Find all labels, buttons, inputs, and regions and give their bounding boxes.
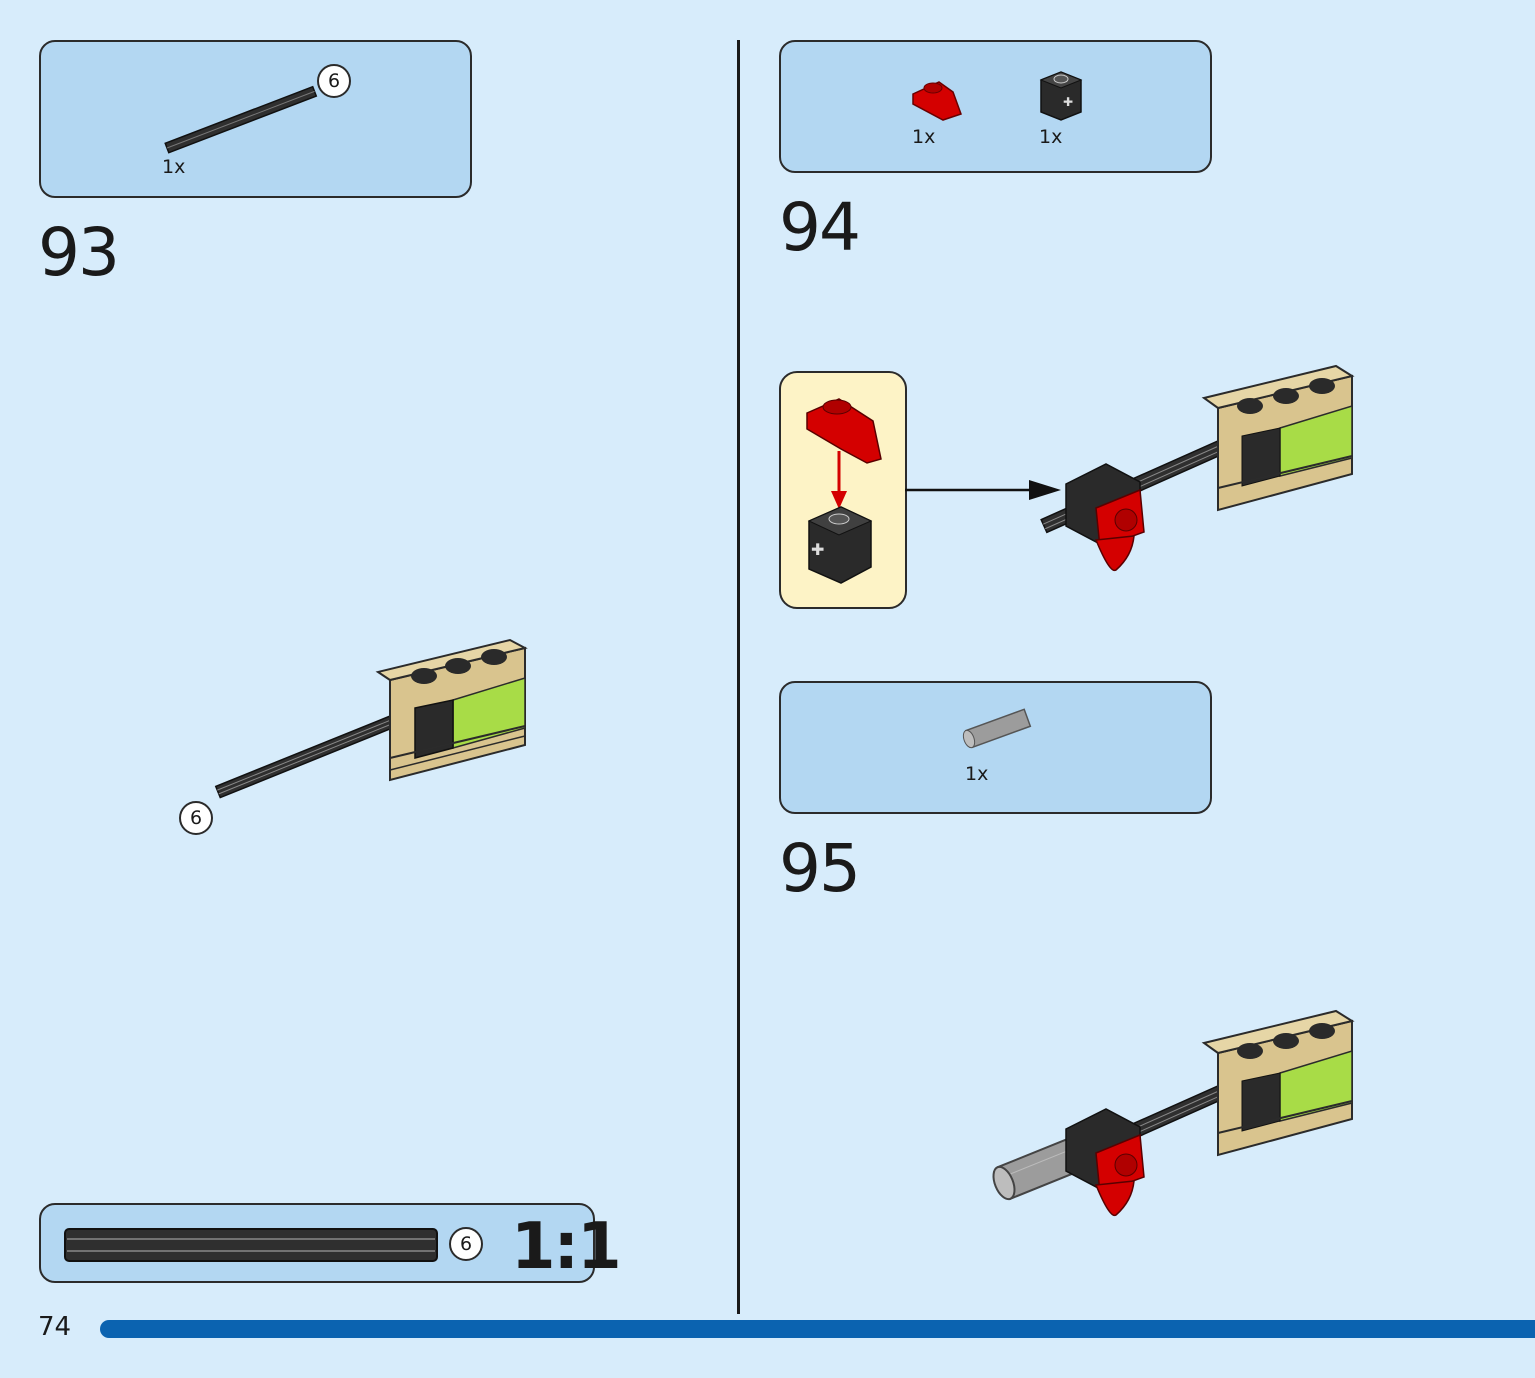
- red-tooth-plate-icon: [912, 81, 962, 121]
- model-length-callout: 6: [179, 801, 213, 835]
- page-number: 74: [38, 1312, 72, 1342]
- part-qty-connector: 1x: [965, 763, 989, 785]
- scale-box: 6 1:1: [39, 1203, 622, 1283]
- step-number-95: 95: [779, 830, 861, 907]
- model-step-93: [214, 638, 528, 799]
- column-divider: [737, 40, 740, 1314]
- model-step-94: [1040, 364, 1355, 572]
- sub-assembly-box: ✚: [779, 371, 907, 609]
- scale-label: 1:1: [511, 1210, 622, 1284]
- part-qty: 1x: [162, 156, 186, 178]
- part-qty-red-plate: 1x: [912, 126, 936, 148]
- part-qty-black-brick: 1x: [1039, 126, 1063, 148]
- parts-box-step-94: 1x ✚ 1x: [779, 40, 1212, 173]
- step-number-94: 94: [779, 189, 861, 266]
- progress-bar: [100, 1320, 1535, 1338]
- svg-text:✚: ✚: [1063, 95, 1073, 109]
- step-number-93: 93: [38, 214, 120, 291]
- axle-6-icon: [164, 85, 318, 154]
- sub-assembly-diagram: ✚: [806, 398, 882, 584]
- black-brick-icon: ✚: [1039, 71, 1083, 121]
- parts-box-step-93: 6 1x: [39, 40, 472, 198]
- scale-length-callout: 6: [449, 1227, 483, 1261]
- gray-axle-connector-icon: [962, 708, 1032, 749]
- model-step-95: [992, 1009, 1355, 1217]
- axle-1-to-1-icon: [64, 1228, 438, 1262]
- svg-text:✚: ✚: [811, 540, 824, 559]
- parts-box-step-95: 1x: [779, 681, 1212, 814]
- length-callout: 6: [317, 64, 351, 98]
- assembly-arrow: [905, 480, 1061, 500]
